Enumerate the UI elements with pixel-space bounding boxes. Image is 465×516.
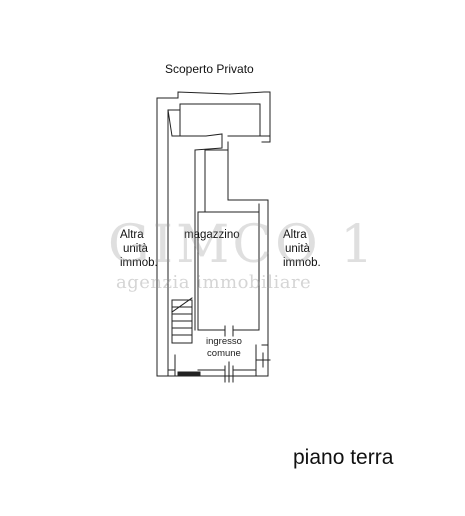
floor-label: piano terra (293, 446, 394, 469)
watermark-tagline: agenzia immobiliare (116, 272, 312, 293)
storage-door-jamb (224, 325, 234, 337)
entrance-label: ingresso comune (206, 336, 242, 360)
courtyard-lower-wall (179, 133, 223, 141)
front-opening (224, 361, 234, 383)
stair-diagonal (171, 297, 193, 313)
courtyard-left-wall (167, 109, 181, 137)
right-unit-line-1: Altra (283, 229, 307, 241)
entrance-cross (255, 352, 271, 368)
entrance-line-2: comune (207, 348, 241, 359)
stair-treads (171, 306, 193, 336)
outdoor-area-label: Scoperto Privato (165, 62, 254, 76)
stair-outline (171, 299, 193, 344)
storage-left-wall-inner (197, 149, 206, 331)
left-unit-line-3: immob. (120, 257, 158, 269)
storage-right-step (204, 149, 269, 213)
top-boundary-wall-outer (156, 91, 271, 137)
right-unit-line-3: immob. (283, 257, 321, 269)
room-label: magazzino (184, 229, 240, 241)
entrance-line-1: ingresso (206, 336, 242, 347)
top-boundary-wall-inner (167, 103, 261, 137)
courtyard-ledge (227, 135, 271, 143)
right-unit-label: Altra unità immob. (283, 228, 321, 270)
left-unit-line-2: unità (123, 243, 148, 255)
left-unit-label: Altra unità immob. (120, 228, 158, 270)
watermark-logo: GIMCO 1 (108, 215, 377, 275)
storage-top-wall (194, 139, 229, 151)
front-step (177, 371, 201, 377)
left-unit-line-1: Altra (120, 229, 144, 241)
right-unit-line-2: unità (285, 243, 310, 255)
